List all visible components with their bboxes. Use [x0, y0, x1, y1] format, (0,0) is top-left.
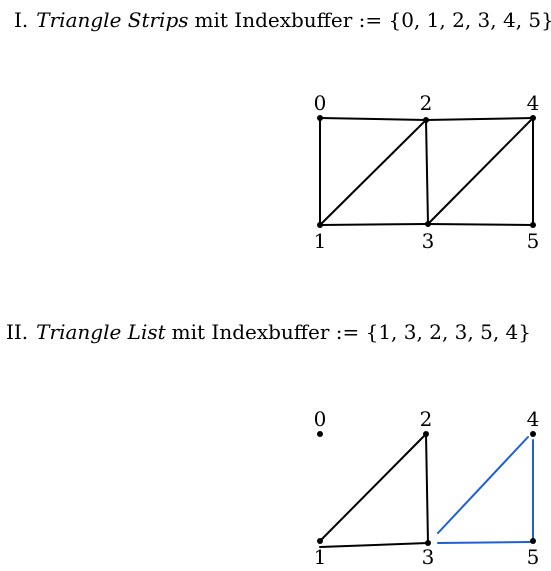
list-vertex-2: [423, 431, 429, 437]
list-label-0: 0: [314, 407, 327, 431]
list-vertex-3: [425, 540, 431, 546]
strip-vertex-4: [530, 115, 536, 121]
strip-vertex-5: [530, 222, 536, 228]
strip-edge-2-3: [425, 119, 429, 225]
strip-edges: [319, 117, 534, 226]
strip-vertex-3: [425, 221, 431, 227]
list-label-5: 5: [527, 545, 540, 569]
strip-vertex-0: [317, 115, 323, 121]
section-2-numeral: II.: [6, 320, 29, 344]
list-vertex-5: [530, 538, 536, 544]
section-2-term: Triangle List: [36, 320, 166, 344]
strip-vertex-2: [423, 117, 429, 123]
list-vertex-0: [317, 431, 323, 437]
strip-label-5: 5: [527, 229, 540, 253]
strip-vertex-1: [317, 222, 323, 228]
section-2-indexbuffer: mit Indexbuffer := {1, 3, 2, 3, 5, 4}: [171, 320, 531, 344]
list-vertices: [317, 431, 536, 546]
list-edge-1-3: [319, 542, 429, 548]
strip-vertices: [317, 115, 536, 228]
list-edge-1-2: [319, 433, 427, 542]
list-edges: [319, 433, 534, 548]
list-label-1: 1: [314, 545, 327, 569]
list-edge-2-3: [425, 433, 429, 544]
strip-label-0: 0: [314, 91, 327, 115]
section-1-indexbuffer: mit Indexbuffer := {0, 1, 2, 3, 4, 5}: [194, 8, 551, 32]
strip-edge-3-5: [427, 223, 534, 226]
strip-edge-2-4: [425, 117, 534, 121]
strip-label-4: 4: [527, 91, 540, 115]
list-label-4: 4: [527, 407, 540, 431]
strip-label-3: 3: [422, 229, 435, 253]
strip-edge-1-3: [319, 223, 429, 226]
strip-vertex-labels: 0 2 4 1 3 5: [314, 91, 540, 253]
list-vertex-labels: 0 2 4 1 3 5: [314, 407, 540, 569]
section-1-numeral: I.: [14, 8, 29, 32]
list-vertex-4: [530, 431, 536, 437]
strip-label-2: 2: [420, 91, 433, 115]
list-label-3: 3: [422, 545, 435, 569]
strip-edge-1-2: [319, 119, 427, 226]
list-vertex-1: [317, 538, 323, 544]
list-edge-3-5: [437, 541, 531, 544]
section-1-term: Triangle Strips: [36, 8, 189, 32]
strip-edge-0-2: [319, 117, 427, 121]
strip-label-1: 1: [314, 229, 327, 253]
strip-edge-3-4: [427, 117, 534, 225]
list-label-2: 2: [420, 407, 433, 431]
list-edge-3-4: [437, 436, 529, 534]
